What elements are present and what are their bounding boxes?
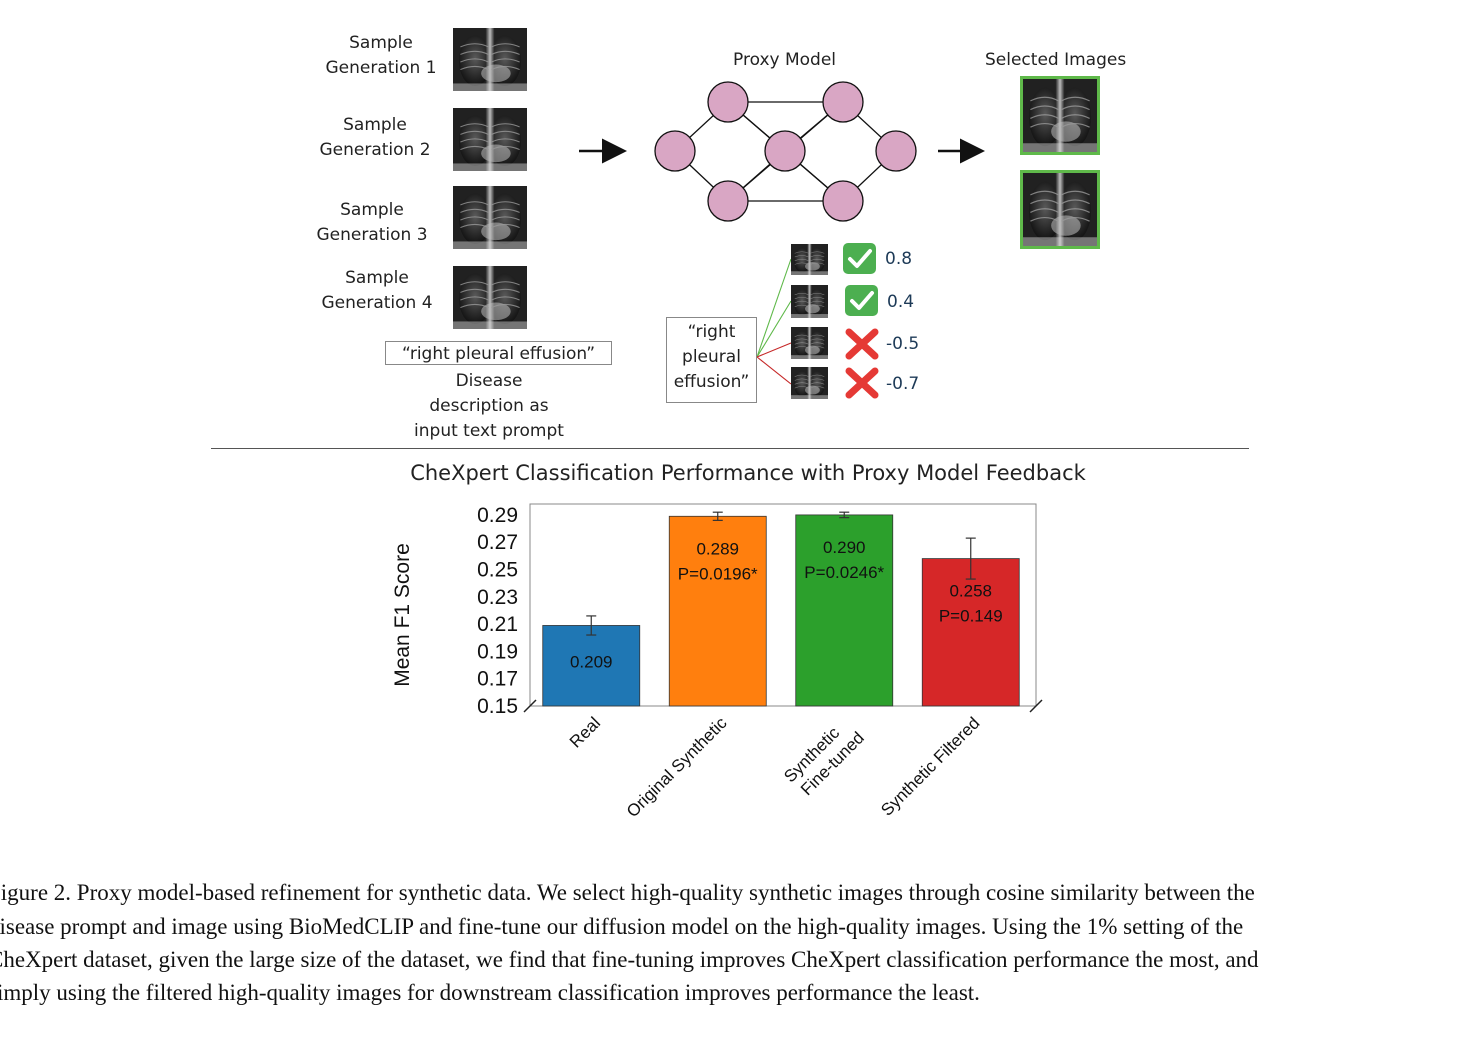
network-graphic <box>579 81 985 385</box>
prompt-description-line2: description as <box>429 396 549 416</box>
x-tick-label: Original Synthetic <box>623 713 731 821</box>
y-tick-label: 0.23 <box>477 586 518 609</box>
cross-icon <box>845 328 879 360</box>
axis-break-right <box>1029 699 1043 713</box>
y-tick-label: 0.17 <box>477 668 518 691</box>
xray-image-generation-2 <box>453 108 527 171</box>
proxy-prompt-line1: “right <box>687 322 736 342</box>
y-tick-label: 0.27 <box>477 531 518 554</box>
y-tick-label: 0.21 <box>477 613 518 636</box>
bar-p-label: P=0.149 <box>939 607 1003 626</box>
prompt-description-line1: Disease <box>455 371 523 391</box>
bar-value-label: 0.209 <box>570 652 613 671</box>
x-tick-label: Real <box>566 713 604 751</box>
bar-value-label: 0.289 <box>696 539 739 558</box>
text-prompt: “right pleural effusion” <box>401 344 596 364</box>
network-node <box>822 180 864 222</box>
check-icon <box>843 243 876 274</box>
x-tick-label: Synthetic Filtered <box>877 713 983 819</box>
network-nodes <box>654 81 917 222</box>
proxy-prompt-line3: effusion” <box>673 372 750 392</box>
network-node <box>707 180 749 222</box>
check-icon <box>845 285 878 316</box>
scored-image-1 <box>791 244 828 275</box>
axis-break-left <box>523 699 537 713</box>
network-node <box>822 81 864 123</box>
y-axis-label: Mean F1 Score <box>391 543 414 687</box>
selected-image-1 <box>1020 76 1100 155</box>
generation-1-label: Sample Generation 1 <box>301 31 461 81</box>
generation-3-label: Sample Generation 3 <box>292 198 452 248</box>
chart-title: CheXpert Classification Performance with… <box>410 461 1086 485</box>
proxy-model-title: Proxy Model <box>733 50 837 70</box>
network-node <box>707 81 749 123</box>
scored-image-2 <box>791 285 828 318</box>
generation-3-line1: Sample <box>340 200 404 220</box>
x-tick-label: SyntheticFine-tuned <box>780 713 868 801</box>
bar-chart: CheXpert Classification Performance with… <box>391 461 1087 821</box>
proxy-prompt-box: “right pleural effusion” <box>666 317 757 403</box>
plot-frame <box>529 503 1037 707</box>
caption-line-4: simply using the filtered high-quality i… <box>0 980 980 1005</box>
y-tick-label: 0.15 <box>477 695 518 718</box>
network-node <box>654 130 696 172</box>
caption-line-2: disease prompt and image using BioMedCLI… <box>0 914 1244 939</box>
generation-2-line2: Generation 2 <box>319 140 431 160</box>
proxy-prompt-line2: pleural <box>682 347 741 367</box>
prompt-description: Disease description as input text prompt <box>409 369 569 444</box>
selected-images-title: Selected Images <box>985 50 1127 70</box>
selected-image-2 <box>1020 170 1100 249</box>
scored-image-3 <box>791 327 828 359</box>
generation-1-line1: Sample <box>349 33 413 53</box>
bar-3 <box>795 514 894 707</box>
caption-line-1: Figure 2. Proxy model-based refinement f… <box>0 880 1255 905</box>
score-links <box>756 258 792 385</box>
xray-image-generation-1 <box>453 28 527 91</box>
scored-image-4 <box>791 367 828 399</box>
text-prompt-box: “right pleural effusion” <box>385 341 612 365</box>
generation-2-label: Sample Generation 2 <box>295 113 455 163</box>
y-tick-label: 0.25 <box>477 559 518 582</box>
generation-4-line1: Sample <box>345 268 409 288</box>
generation-4-label: Sample Generation 4 <box>297 266 457 316</box>
score-value-4: -0.7 <box>886 374 920 394</box>
network-node <box>764 130 806 172</box>
bar-value-label: 0.290 <box>823 538 866 557</box>
score-value-1: 0.8 <box>885 249 913 269</box>
xray-image-generation-4 <box>453 266 527 329</box>
prompt-description-line3: input text prompt <box>414 421 564 441</box>
xray-image-generation-3 <box>453 186 527 249</box>
generation-3-line2: Generation 3 <box>316 225 428 245</box>
cross-icon <box>845 367 879 399</box>
score-value-3: -0.5 <box>886 334 920 354</box>
generation-2-line1: Sample <box>343 115 407 135</box>
section-divider <box>211 448 1249 449</box>
bar-p-label: P=0.0246* <box>804 563 884 582</box>
generation-1-line2: Generation 1 <box>325 58 437 78</box>
y-tick-label: 0.29 <box>477 504 518 527</box>
bar-p-label: P=0.0196* <box>678 564 758 583</box>
score-value-2: 0.4 <box>887 292 915 312</box>
caption-line-3: CheXpert dataset, given the large size o… <box>0 947 1259 972</box>
bar-4 <box>921 558 1020 707</box>
y-tick-label: 0.19 <box>477 640 518 663</box>
generation-4-line2: Generation 4 <box>321 293 433 313</box>
bar-value-label: 0.258 <box>949 582 992 601</box>
bar-2 <box>668 515 767 707</box>
network-node <box>875 130 917 172</box>
